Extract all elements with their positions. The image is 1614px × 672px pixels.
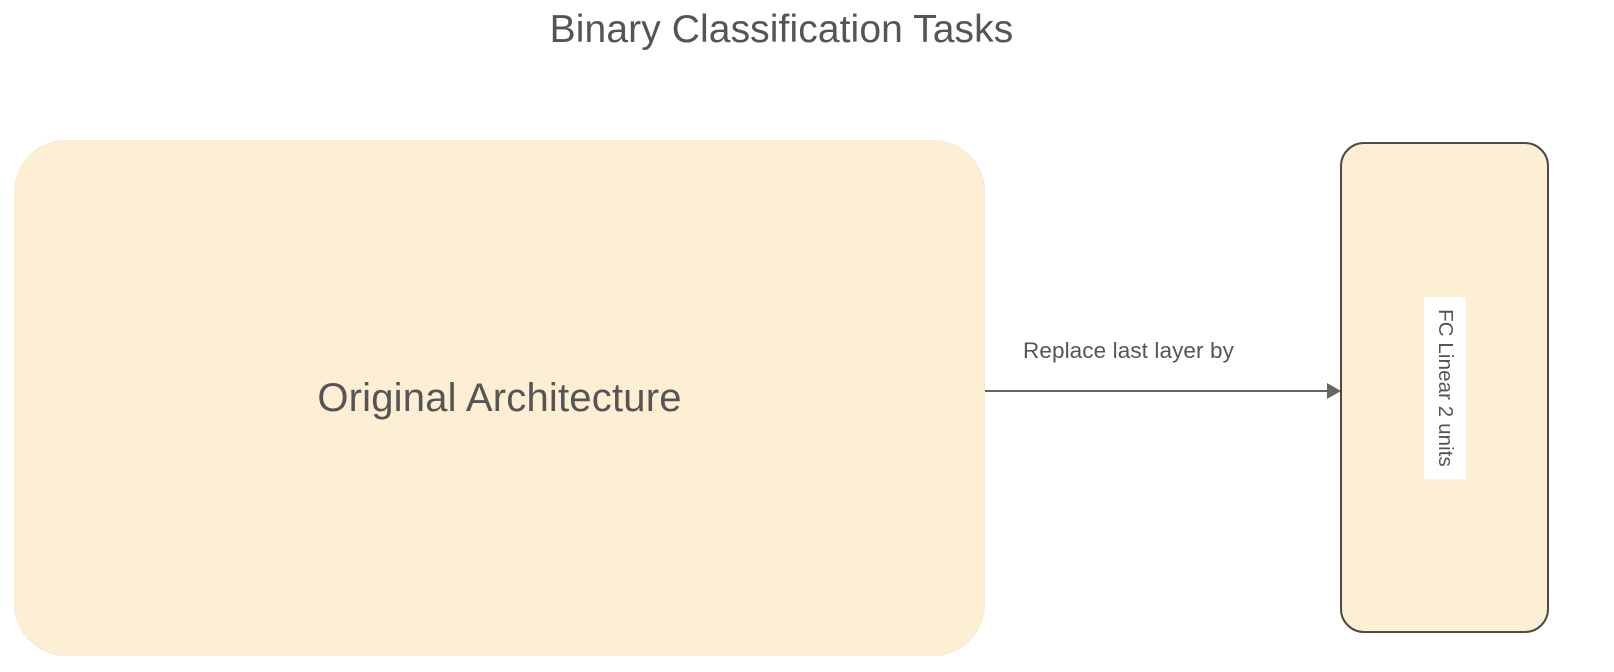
node-fc-linear-head[interactable]: FC Linear 2 units xyxy=(1340,142,1549,633)
edge-replace-last-layer-line xyxy=(985,390,1332,392)
node-original-architecture[interactable]: Original Architecture xyxy=(14,140,985,656)
node-fc-linear-head-label-plate: FC Linear 2 units xyxy=(1423,296,1466,479)
edge-replace-last-layer-label: Replace last layer by xyxy=(1023,338,1234,363)
page-title: Binary Classification Tasks xyxy=(549,8,1014,51)
node-fc-linear-head-label: FC Linear 2 units xyxy=(1433,308,1457,467)
arrow-right-icon xyxy=(1327,383,1341,399)
node-original-architecture-label: Original Architecture xyxy=(317,376,682,420)
